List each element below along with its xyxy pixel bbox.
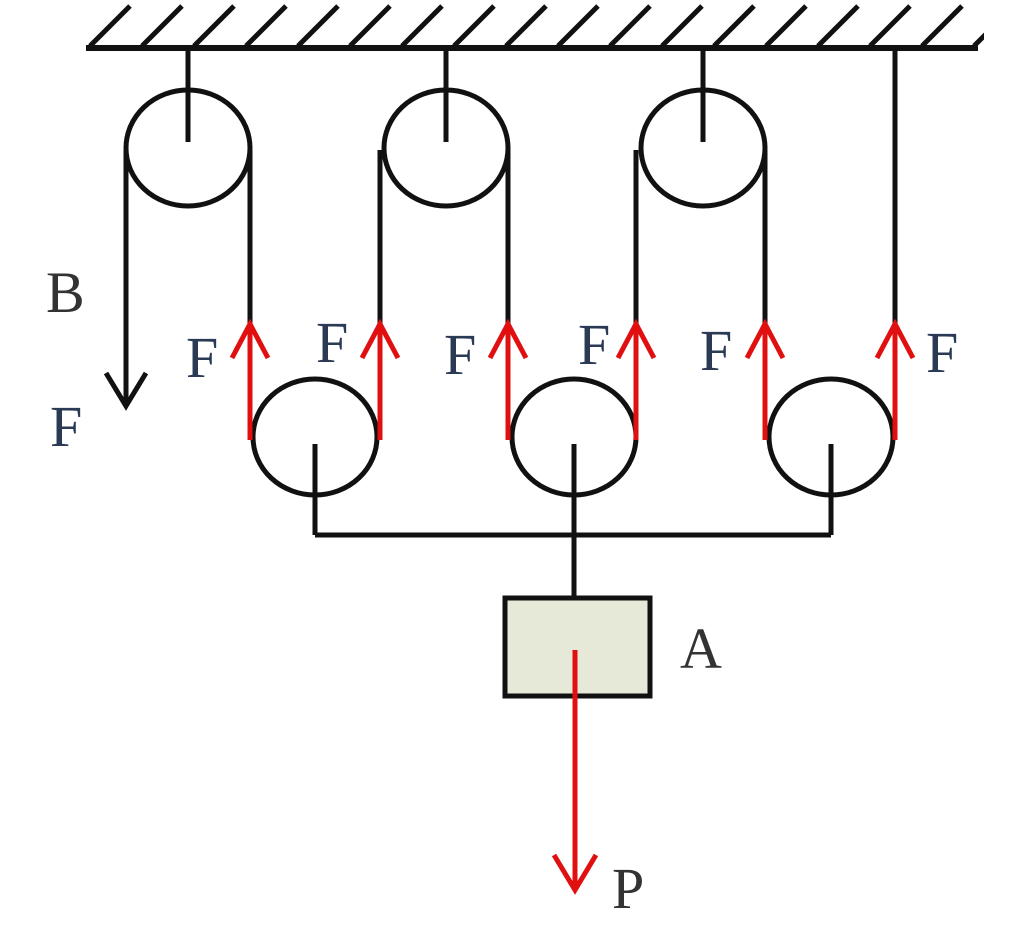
label-tension-6: F [926,320,958,385]
labels: B F F F F F F F A P [46,260,958,921]
ceiling-hatch-line [244,4,288,48]
ceiling-hatch-line [192,4,236,48]
tension-arrows [229,318,916,440]
tension-arrowhead-5 [744,318,786,360]
fixed-pulleys [123,48,768,209]
ceiling-hatch-line [660,4,704,48]
ceiling-hatch-line [88,4,132,48]
label-tension-5: F [700,318,732,383]
ceiling-hatch-line [712,4,756,48]
label-tension-1: F [186,325,218,390]
weight-arrowhead [551,853,599,895]
tension-arrowhead-1 [229,318,271,360]
fixed-pulley-3 [638,87,768,209]
rope [103,48,898,411]
label-tension-4: F [578,312,610,377]
tension-arrowhead-2 [359,318,401,360]
tension-arrowhead-4 [615,318,657,360]
ceiling-hatch-line [920,4,964,48]
ceiling-hatch-line [296,4,340,48]
rope-free-end-arrowhead [103,371,149,411]
label-pull-force: F [50,394,82,459]
weight-arrow [551,650,599,895]
ceiling-hatch-line [452,4,496,48]
ceiling-hatch-line [764,4,808,48]
ceiling [86,4,984,51]
ceiling-hatch-line [972,32,984,48]
ceiling-hatch-line [868,4,912,48]
label-b: B [46,260,85,325]
ceiling-hatch-line [400,4,444,48]
ceiling-hatch-line [556,4,600,48]
tension-arrowhead-6 [874,318,916,360]
ceiling-hatch-line [504,4,548,48]
ceiling-hatch-line [140,4,184,48]
ceiling-hatching [88,4,984,48]
fixed-pulley-2 [381,87,511,209]
label-weight-p: P [612,856,644,921]
label-tension-3: F [444,322,476,387]
ceiling-hatch-line [816,4,860,48]
ceiling-hatch-line [348,4,392,48]
ceiling-hatch-line [608,4,652,48]
fixed-pulley-1 [123,87,253,209]
moving-pulleys [250,376,896,598]
label-tension-2: F [316,310,348,375]
label-block-a: A [680,616,722,681]
tension-arrowhead-3 [487,318,529,360]
